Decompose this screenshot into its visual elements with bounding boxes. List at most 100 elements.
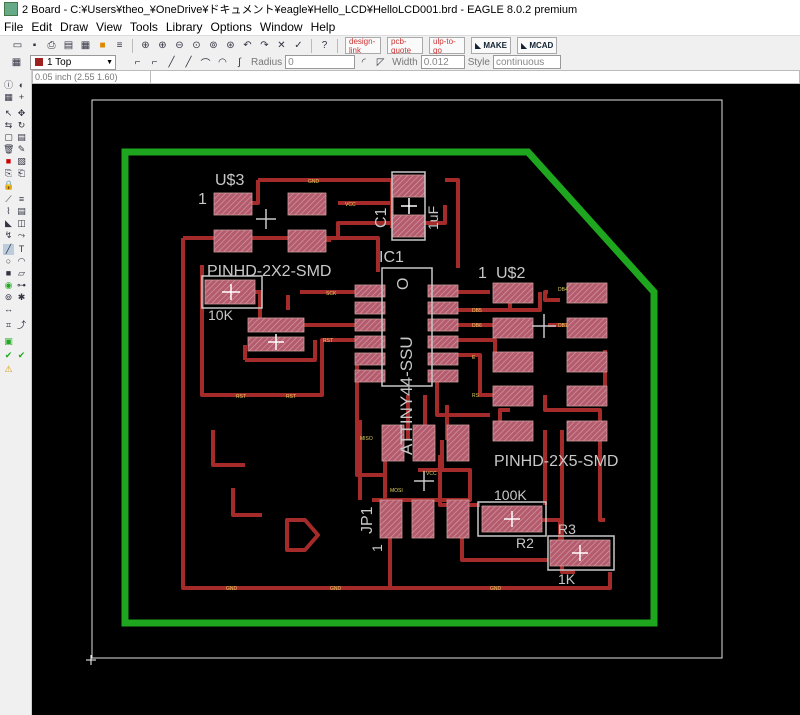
zoom-out-icon[interactable]: ⊖ <box>175 40 184 51</box>
menu-view[interactable]: View <box>96 19 122 34</box>
pad <box>287 192 327 216</box>
bend-arc-icon[interactable]: ◠ <box>218 56 227 68</box>
design-link-button[interactable]: design-link <box>345 37 381 55</box>
net-labels: GND VCC RST RST RST MISO MOSI SCK DB4 DB… <box>226 179 568 592</box>
via-icon[interactable]: ◉ <box>4 280 13 290</box>
help-icon[interactable]: ? <box>321 40 328 51</box>
display-icon[interactable]: ▦ <box>4 92 13 102</box>
stop-icon[interactable]: ✕ <box>277 40 286 51</box>
circle-icon[interactable]: ○ <box>5 256 12 266</box>
arc-icon[interactable]: ◠ <box>17 256 26 266</box>
menu-tools[interactable]: Tools <box>129 19 158 34</box>
pcb-quote-button[interactable]: pcb-quote <box>387 37 423 55</box>
menu-library[interactable]: Library <box>165 19 203 34</box>
show-icon[interactable]: ◐ <box>18 80 25 90</box>
layer-select[interactable]: 1 Top ▼ <box>30 54 116 70</box>
pad <box>427 301 459 315</box>
undo-icon[interactable]: ↶ <box>243 40 252 51</box>
group-icon[interactable]: ▢ <box>4 132 13 142</box>
mark-icon[interactable]: + <box>18 92 25 102</box>
bend-straight-icon[interactable]: ⌐ <box>134 56 141 68</box>
dimension-icon[interactable]: ↔ <box>4 304 13 314</box>
go-icon[interactable]: ✓ <box>294 40 303 51</box>
bend-free-icon[interactable]: ∫ <box>238 56 241 68</box>
ratsnest-icon[interactable]: ⌗ <box>5 320 12 330</box>
zoom-redraw-icon[interactable]: ⊙ <box>192 40 201 51</box>
zoom-fit-icon[interactable]: ⊕ <box>141 40 150 51</box>
schematic-icon[interactable]: ■ <box>99 40 106 51</box>
polygon-icon[interactable]: ▱ <box>18 268 25 278</box>
menu-window[interactable]: Window <box>259 19 303 34</box>
copy-icon[interactable]: ✥ <box>17 108 26 118</box>
add-icon[interactable]: ■ <box>5 156 12 166</box>
mcad-button[interactable]: ◣ MCAD <box>516 37 558 54</box>
ic1-value-label: ATTINY44-SSU <box>397 336 416 455</box>
board-icon[interactable]: ▦ <box>80 40 91 51</box>
info-icon[interactable]: ⓘ <box>3 80 13 90</box>
signal-icon[interactable]: ⊶ <box>17 280 26 290</box>
pads <box>204 174 611 567</box>
hole-icon[interactable]: ⊚ <box>4 292 13 302</box>
meander-icon[interactable]: ⌇ <box>6 206 11 216</box>
style-select[interactable]: continuous <box>492 55 561 69</box>
make-button[interactable]: ◣ MAKE <box>471 37 511 54</box>
menu-options[interactable]: Options <box>210 19 252 34</box>
zoom-last-icon[interactable]: ⊛ <box>226 40 235 51</box>
split-icon[interactable]: ⟋ <box>5 194 12 204</box>
print-icon[interactable]: ⎙ <box>47 40 56 51</box>
slice-icon[interactable]: ◫ <box>17 218 26 228</box>
replace-icon[interactable]: ▧ <box>17 156 26 166</box>
value-icon[interactable]: ⎗ <box>17 168 26 178</box>
mirror-icon[interactable]: ⇆ <box>4 120 13 130</box>
rotate-icon[interactable]: ↻ <box>17 120 26 130</box>
optimize-icon[interactable]: ≡ <box>18 194 25 204</box>
bend-round-icon[interactable]: ⌒ <box>200 58 211 70</box>
menu-draw[interactable]: Draw <box>60 19 89 34</box>
wire-icon[interactable]: ╱ <box>3 244 14 255</box>
rect-icon[interactable]: ■ <box>5 268 12 278</box>
pad <box>287 229 327 253</box>
zoom-select-icon[interactable]: ⊚ <box>209 40 218 51</box>
errors-icon[interactable]: ✔ <box>17 350 26 360</box>
change-icon[interactable]: ✎ <box>17 144 26 154</box>
miter-icon[interactable]: ◣ <box>5 218 12 228</box>
attribute-icon[interactable]: ✱ <box>17 292 26 302</box>
grid-icon[interactable]: ▦ <box>11 56 22 68</box>
warning-icon[interactable]: ⚠ <box>4 364 13 374</box>
menu-edit[interactable]: Edit <box>31 19 53 34</box>
run-script-icon[interactable]: ≡ <box>116 40 123 51</box>
open-icon[interactable]: ▭ <box>12 40 23 51</box>
smash-icon[interactable]: ▤ <box>17 206 26 216</box>
net-label: RST <box>286 394 296 400</box>
delete-icon[interactable]: 🗑 <box>3 144 15 154</box>
menu-help[interactable]: Help <box>310 19 336 34</box>
ripup-icon[interactable]: ⤳ <box>17 230 26 240</box>
width-field[interactable]: 0.012 <box>420 55 465 69</box>
auto-route-icon[interactable]: ⤴ <box>16 320 26 330</box>
bend-45-icon[interactable]: ╱ <box>185 56 192 68</box>
lock-icon[interactable]: 🔒 <box>3 180 15 190</box>
save-icon[interactable]: ▪ <box>32 40 37 51</box>
drc-icon[interactable]: ▣ <box>4 336 13 346</box>
radius-field[interactable]: 0 <box>285 55 356 69</box>
menu-file[interactable]: File <box>4 19 24 34</box>
net-label: GND <box>226 586 238 592</box>
paste-icon[interactable]: ▤ <box>17 132 26 142</box>
miter-straight-icon[interactable]: ◸ <box>376 56 385 68</box>
zoom-in-icon[interactable]: ⊕ <box>158 40 167 51</box>
command-line-input[interactable] <box>150 70 800 84</box>
miter-round-icon[interactable]: ◜ <box>361 56 366 68</box>
board-canvas[interactable]: U$3 1 PINHD-2X2-SMD 10K IC1 1 U$2 PINHD-… <box>32 84 800 715</box>
bend-corner-icon[interactable]: ⌐ <box>151 56 158 68</box>
move-icon[interactable]: ↖ <box>4 108 13 118</box>
redo-icon[interactable]: ↷ <box>260 40 269 51</box>
cam-icon[interactable]: ▤ <box>63 40 74 51</box>
text-icon[interactable]: T <box>18 244 25 254</box>
bend-diagonal-icon[interactable]: ╱ <box>168 56 175 68</box>
erc-icon[interactable]: ✔ <box>4 350 13 360</box>
name-icon[interactable]: ⎘ <box>4 168 13 178</box>
route-icon[interactable]: ↯ <box>4 230 13 240</box>
silkscreen <box>201 171 615 571</box>
ulp-to-go-button[interactable]: ulp-to-go <box>429 37 465 55</box>
pad <box>354 301 386 315</box>
